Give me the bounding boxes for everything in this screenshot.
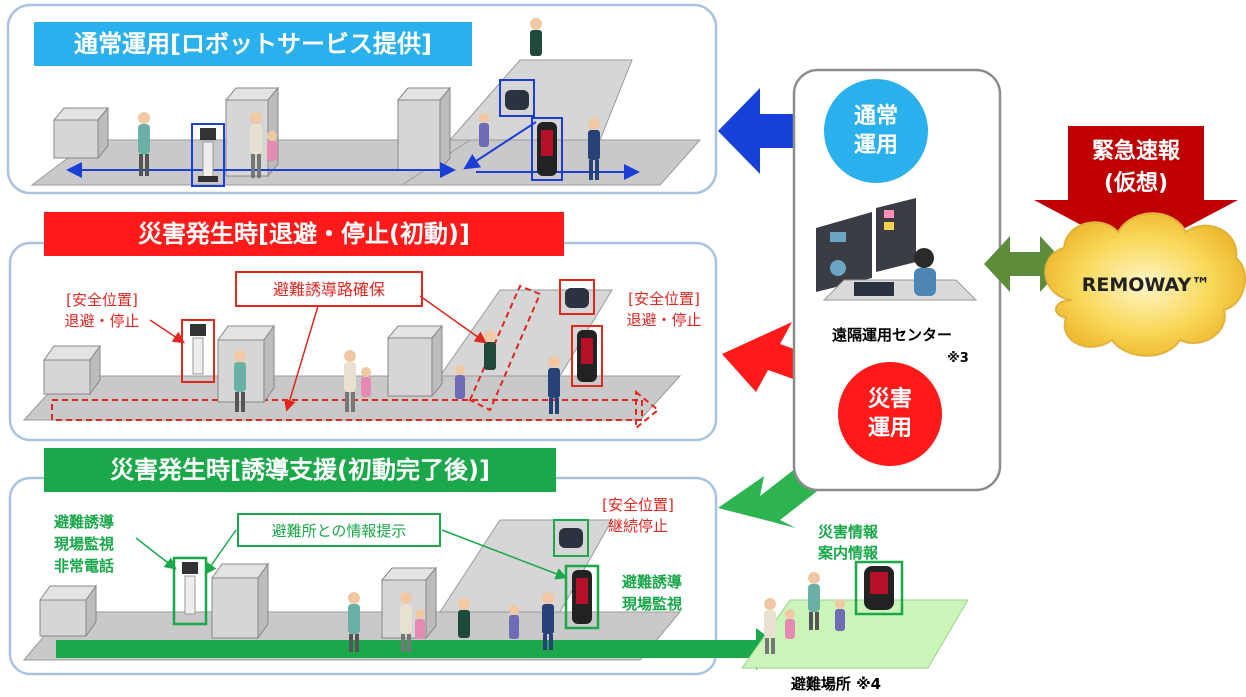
disaster-circle-line-2: 運用 <box>868 416 912 441</box>
shelter-label: 避難場所 ※4 <box>791 675 881 693</box>
ramp <box>439 289 613 377</box>
guide-robot <box>181 319 215 383</box>
panel-normal-title: 通常運用[ロボットサービス提供] <box>74 30 432 58</box>
info-label-box <box>237 513 441 547</box>
security-robot <box>499 79 535 117</box>
security-robot <box>559 279 595 315</box>
panel-disaster-initial-title: 災害発生時[退避・停止(初動)] <box>138 220 470 248</box>
person <box>484 330 496 370</box>
callout-arrow <box>204 529 237 575</box>
disaster-operation-circle <box>838 362 942 466</box>
panel-disaster-initial-title-bg <box>44 212 564 256</box>
person <box>455 365 465 399</box>
signage-robot <box>531 117 563 181</box>
panel-disaster-support-title-bg <box>44 448 556 492</box>
label-support-right-2: 現場監視 <box>622 595 682 613</box>
center-note: ※3 <box>947 351 969 366</box>
label-support-left-3: 非常電話 <box>54 557 114 575</box>
operator-workstation <box>816 198 978 301</box>
person <box>785 609 795 639</box>
alert-line-1: 緊急速報 <box>1092 138 1181 164</box>
normal-circle-line-1: 通常 <box>854 103 898 129</box>
person <box>764 598 776 654</box>
signage-robot <box>854 560 904 616</box>
normal-circle-line-2: 運用 <box>854 133 898 158</box>
building-box <box>396 86 452 172</box>
guide-robot <box>172 556 208 626</box>
normal-operation-circle <box>824 79 928 183</box>
building-box <box>39 584 97 638</box>
label-safe-position-left-2: 退避・停止 <box>64 312 139 330</box>
person <box>479 113 489 147</box>
signage-robot <box>571 325 603 387</box>
building-box <box>43 344 101 396</box>
building-box <box>217 324 275 404</box>
person <box>138 112 150 176</box>
remoway-cloud: REMOWAY™ <box>1044 212 1246 357</box>
cloud-label: REMOWAY™ <box>1082 274 1210 296</box>
person <box>250 112 262 178</box>
label-safe-position-right-2: 退避・停止 <box>626 311 701 329</box>
guide-robot <box>191 123 225 187</box>
panel-disaster-support-title: 災害発生時[誘導支援(初動完了後)] <box>110 456 490 484</box>
panel-disaster-initial: 災害発生時[退避・停止(初動)] <box>8 212 718 442</box>
signage-robot <box>564 564 600 630</box>
shelter-info-2: 案内情報 <box>817 544 879 562</box>
person <box>835 599 845 631</box>
callout-arrow <box>149 319 185 344</box>
building-box <box>386 324 444 398</box>
label-support-left-2: 現場監視 <box>54 535 114 553</box>
label-safe-position-right-1: [安全位置] <box>628 290 700 308</box>
normal-operation-arrow <box>718 88 830 174</box>
shelter-info-1: 災害情報 <box>818 523 879 541</box>
disaster-circle-line-1: 災害 <box>868 386 912 412</box>
callout-arrow <box>419 295 487 344</box>
building-box <box>52 106 110 160</box>
person <box>361 367 371 397</box>
building-box <box>211 562 269 640</box>
alert-line-2: (仮想) <box>1104 171 1168 196</box>
person <box>509 605 519 639</box>
panel-normal-title-bg <box>34 22 472 66</box>
person <box>808 572 820 630</box>
route-label-box <box>235 271 423 307</box>
person <box>400 592 412 652</box>
person <box>415 609 425 639</box>
person <box>458 598 470 638</box>
person <box>344 350 356 412</box>
center-name: 遠隔運用センター <box>832 326 952 344</box>
person <box>530 18 542 56</box>
label-continue-stop-1: [安全位置] <box>602 496 674 514</box>
evacuation-arrow <box>56 640 756 658</box>
person <box>348 592 360 652</box>
person <box>234 350 246 412</box>
remote-center-panel: 通常 運用 遠隔運用センター ※3 災害 運用 <box>792 68 1002 492</box>
route-label: 避難誘導路確保 <box>273 280 385 299</box>
person <box>548 356 560 414</box>
shelter-area: 災害情報 案内情報 避難場所 ※4 <box>741 523 969 693</box>
person <box>588 118 600 180</box>
callout-arrow <box>441 529 568 580</box>
panel-disaster-support: 災害発生時[誘導支援(初動完了後)] <box>8 448 784 676</box>
person <box>267 131 277 161</box>
label-continue-stop-2: 継続停止 <box>608 517 668 535</box>
evacuation-route-arrowhead <box>635 389 660 431</box>
callout-arrow <box>283 305 319 412</box>
label-safe-position-left-1: [安全位置] <box>66 291 138 309</box>
robot-route-arrow <box>463 121 537 170</box>
callout-arrow <box>135 537 177 570</box>
label-support-right-1: 避難誘導 <box>622 573 682 591</box>
evacuation-route <box>468 284 542 412</box>
person <box>542 592 554 650</box>
label-support-left-1: 避難誘導 <box>54 513 114 531</box>
info-label: 避難所との情報提示 <box>272 522 407 540</box>
security-robot <box>553 519 589 557</box>
panel-normal: 通常運用[ロボットサービス提供] <box>6 3 718 195</box>
